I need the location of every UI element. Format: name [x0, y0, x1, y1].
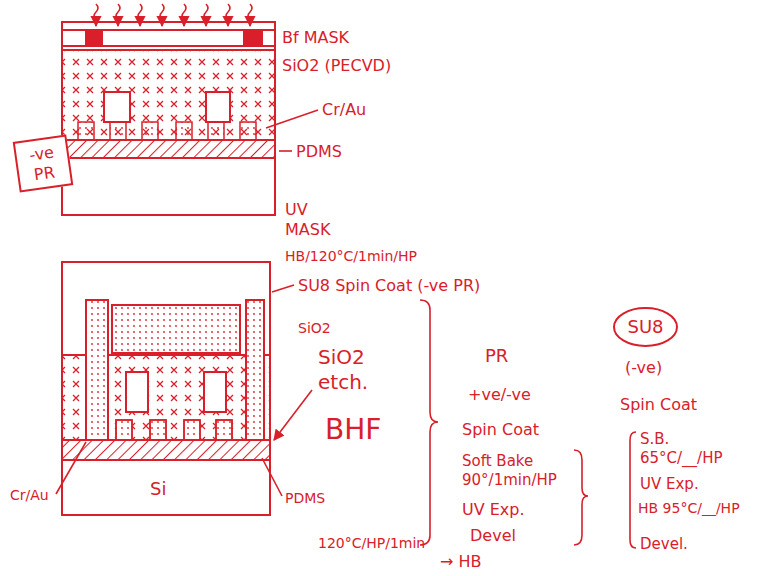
annotation-label: SiO2: [298, 320, 331, 338]
annotation-label: HB 95°C/__/HP: [638, 500, 740, 518]
annotation-label: +ve/-ve: [468, 385, 531, 405]
annotation-label: Soft Bake 90°/1min/HP: [462, 452, 572, 490]
annotation-label: UV Exp.: [462, 500, 525, 520]
bottom-cross-section: [62, 262, 270, 515]
annotation-label: Devel: [470, 526, 516, 546]
annotation-label: Cr/Au: [322, 100, 366, 120]
annotation-label: S.B. 65°C/__/HP: [640, 430, 740, 468]
circled-material: SU8: [612, 306, 679, 348]
annotation-label: BHF: [325, 412, 381, 447]
annotation-label: Bf MASK: [282, 28, 349, 48]
node-text: -ve PR: [21, 142, 66, 186]
annotation-label: Spin Coat: [462, 420, 539, 440]
annotation-label: Si: [150, 478, 166, 501]
annotation-label: Devel.: [640, 535, 688, 554]
top-cross-section: [62, 22, 275, 215]
annotation-label: SiO2 (PECVD): [282, 56, 391, 76]
annotation-label: PR: [485, 345, 508, 368]
process-tag-box: -ve PR: [13, 134, 74, 192]
annotation-label: Spin Coat: [620, 395, 697, 415]
annotation-label: UV Exp.: [640, 475, 699, 494]
circle-outline: [614, 308, 677, 346]
node-text: SU8: [627, 316, 663, 338]
annotation-label: (-ve): [625, 358, 662, 378]
annotation-label: 120°C/HP/1min: [318, 535, 425, 553]
annotation-label: Cr/Au: [10, 487, 49, 505]
annotation-label: UV MASK: [285, 200, 347, 240]
annotation-label: → HB: [440, 552, 482, 572]
annotation-label: PDMS: [296, 142, 342, 162]
annotation-label: SiO2 etch.: [318, 345, 388, 395]
annotation-label: HB/120°C/1min/HP: [285, 248, 417, 266]
annotation-label: SU8 Spin Coat (-ve PR): [298, 276, 480, 296]
leader-lines: [56, 110, 636, 548]
annotation-label: PDMS: [285, 490, 325, 508]
